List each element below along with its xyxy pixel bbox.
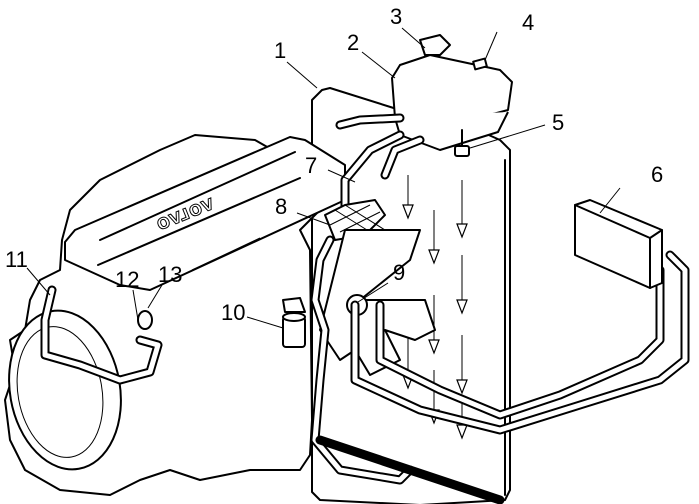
callout-10: 10 <box>221 300 245 325</box>
callout-labels: 1 2 3 4 5 6 7 8 9 10 11 12 13 <box>5 4 663 325</box>
callout-9: 9 <box>393 260 405 285</box>
heater-hoses <box>350 250 690 435</box>
coolant-filter <box>282 297 306 348</box>
callout-12: 12 <box>115 267 139 292</box>
callout-3: 3 <box>390 4 402 29</box>
lower-hoses <box>310 235 505 504</box>
callout-8: 8 <box>275 194 287 219</box>
callout-5: 5 <box>552 110 564 135</box>
callout-1: 1 <box>274 38 286 63</box>
callout-leaders <box>26 27 621 329</box>
engine-coolant-pipe <box>40 285 163 385</box>
heater-core <box>574 199 663 289</box>
callout-2: 2 <box>347 30 359 55</box>
callout-13: 13 <box>158 262 182 287</box>
callout-4: 4 <box>522 10 534 35</box>
valve-cover: VOLVO <box>64 136 346 291</box>
callout-7: 7 <box>305 153 317 178</box>
callout-11: 11 <box>5 247 28 272</box>
upper-hoses <box>335 113 425 225</box>
callout-6: 6 <box>651 162 663 187</box>
